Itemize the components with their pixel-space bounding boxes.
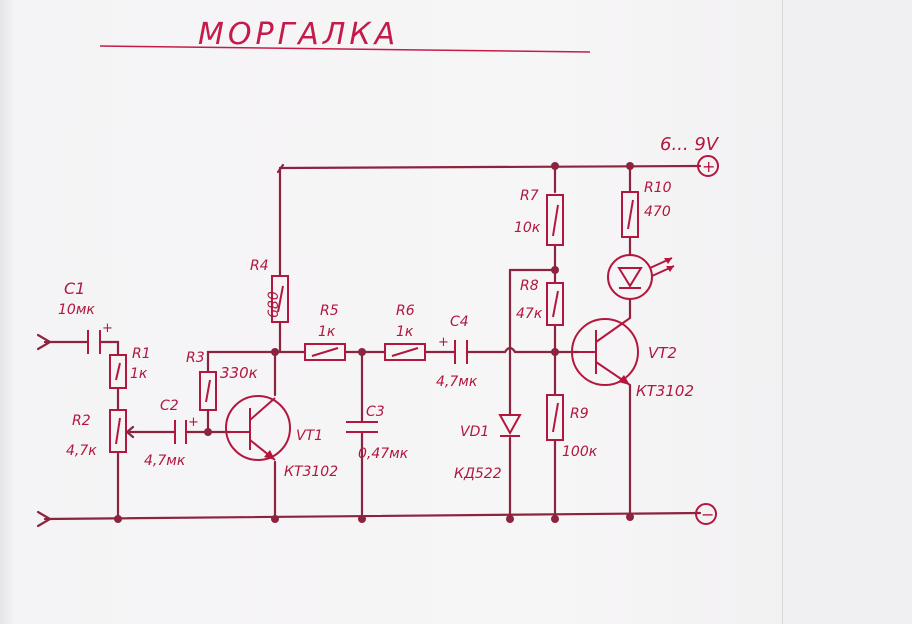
r1-value: 1к	[130, 366, 148, 382]
r7-value: 10к	[514, 220, 541, 236]
negative-terminal-label: −	[701, 505, 714, 524]
r10-name: R10	[644, 180, 672, 196]
capacitor-c1: + C1 10мк	[58, 279, 113, 354]
r5-name: R5	[320, 303, 339, 319]
capacitor-c4: + C4 4,7мк	[436, 314, 478, 390]
c4-value: 4,7мк	[436, 374, 478, 390]
junctions	[114, 162, 634, 523]
c4-polarity: +	[438, 335, 449, 350]
ground-input-arrow	[36, 510, 53, 528]
vt1-value: КТ3102	[284, 464, 338, 480]
supply-voltage-label: 6... 9V	[660, 134, 720, 155]
resistor-r5: R5 1к	[304, 303, 346, 361]
transistor-vt1: VT1 КТ3102	[225, 395, 338, 480]
r4-name: R4	[250, 258, 269, 274]
title-underline	[99, 45, 591, 53]
r6-value: 1к	[396, 324, 414, 340]
positive-rail	[278, 164, 702, 170]
negative-terminal	[695, 503, 717, 525]
capacitor-c3: C3 0,47мк	[346, 404, 409, 462]
r10-value: 470	[644, 204, 671, 220]
c1-name: C1	[64, 279, 85, 298]
c2-polarity: +	[188, 415, 199, 430]
diagram-title: МОРГАЛКА	[198, 17, 399, 52]
r1-name: R1	[132, 346, 151, 362]
r5-value: 1к	[318, 324, 336, 340]
c1-value: 10мк	[58, 302, 95, 318]
r7-name: R7	[520, 188, 539, 204]
led-indicator	[607, 254, 675, 300]
ground-rail	[43, 511, 702, 521]
c1-polarity: +	[102, 321, 113, 336]
resistor-r1: R1 1к	[109, 346, 151, 389]
resistor-r3: R3 330к	[186, 350, 258, 411]
vt1-name: VT1	[296, 428, 323, 444]
r9-name: R9	[570, 406, 589, 422]
supply-terminals: + 6... 9V −	[660, 134, 720, 525]
c4-name: C4	[450, 314, 469, 330]
r8-name: R8	[520, 278, 539, 294]
c3-name: C3	[366, 404, 385, 420]
wiring	[36, 163, 702, 528]
resistor-r6: R6 1к	[384, 303, 426, 361]
vt2-name: VT2	[648, 344, 677, 362]
r2-name: R2	[72, 413, 91, 429]
positive-terminal-label: +	[702, 157, 715, 176]
c2-value: 4,7мк	[144, 453, 186, 469]
r3-name: R3	[186, 350, 205, 366]
r6-name: R6	[396, 303, 415, 319]
resistor-r9: R9 100к	[546, 394, 598, 460]
positive-terminal	[697, 155, 719, 177]
c2-name: C2	[160, 398, 179, 414]
r4-value: 680	[266, 291, 282, 318]
vd1-name: VD1	[460, 424, 489, 440]
r3-value: 330к	[220, 364, 258, 382]
vt2-value: КТ3102	[636, 382, 694, 400]
r9-value: 100к	[562, 444, 598, 460]
potentiometer-r2: R2 4,7к	[66, 409, 140, 459]
diode-vd1: VD1 КД522	[454, 414, 522, 482]
c3-value: 0,47мк	[358, 446, 409, 462]
r2-value: 4,7к	[66, 443, 97, 459]
vd1-value: КД522	[454, 466, 502, 482]
resistor-r8: R8 47к	[516, 278, 564, 326]
paper-left-edge	[0, 0, 14, 624]
r8-value: 47к	[516, 306, 543, 322]
capacitor-c2: + C2 4,7мк	[144, 398, 199, 469]
resistor-r10: R10 470	[621, 180, 672, 238]
resistor-r4: R4 680	[250, 258, 289, 323]
transistor-vt2: VT2 КТ3102	[571, 317, 694, 400]
resistor-r7: R7 10к	[514, 188, 564, 246]
background-area	[782, 0, 912, 624]
